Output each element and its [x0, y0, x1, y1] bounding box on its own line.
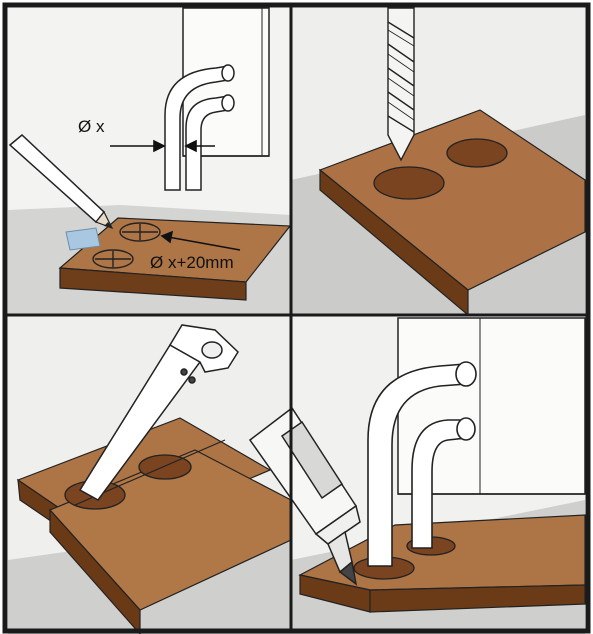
drilled-hole	[447, 139, 507, 167]
pipe-diameter-label: Ø x	[78, 117, 105, 136]
drill-bit-icon	[388, 8, 414, 160]
panel-glue	[250, 315, 585, 634]
spacer-block	[66, 228, 100, 250]
panel-measure: Ø x Ø x+20mm	[8, 8, 291, 315]
hole-diameter-label: Ø x+20mm	[150, 253, 234, 272]
drilled-hole	[374, 167, 444, 199]
panel-drill	[291, 8, 585, 315]
panel-saw	[8, 315, 291, 634]
